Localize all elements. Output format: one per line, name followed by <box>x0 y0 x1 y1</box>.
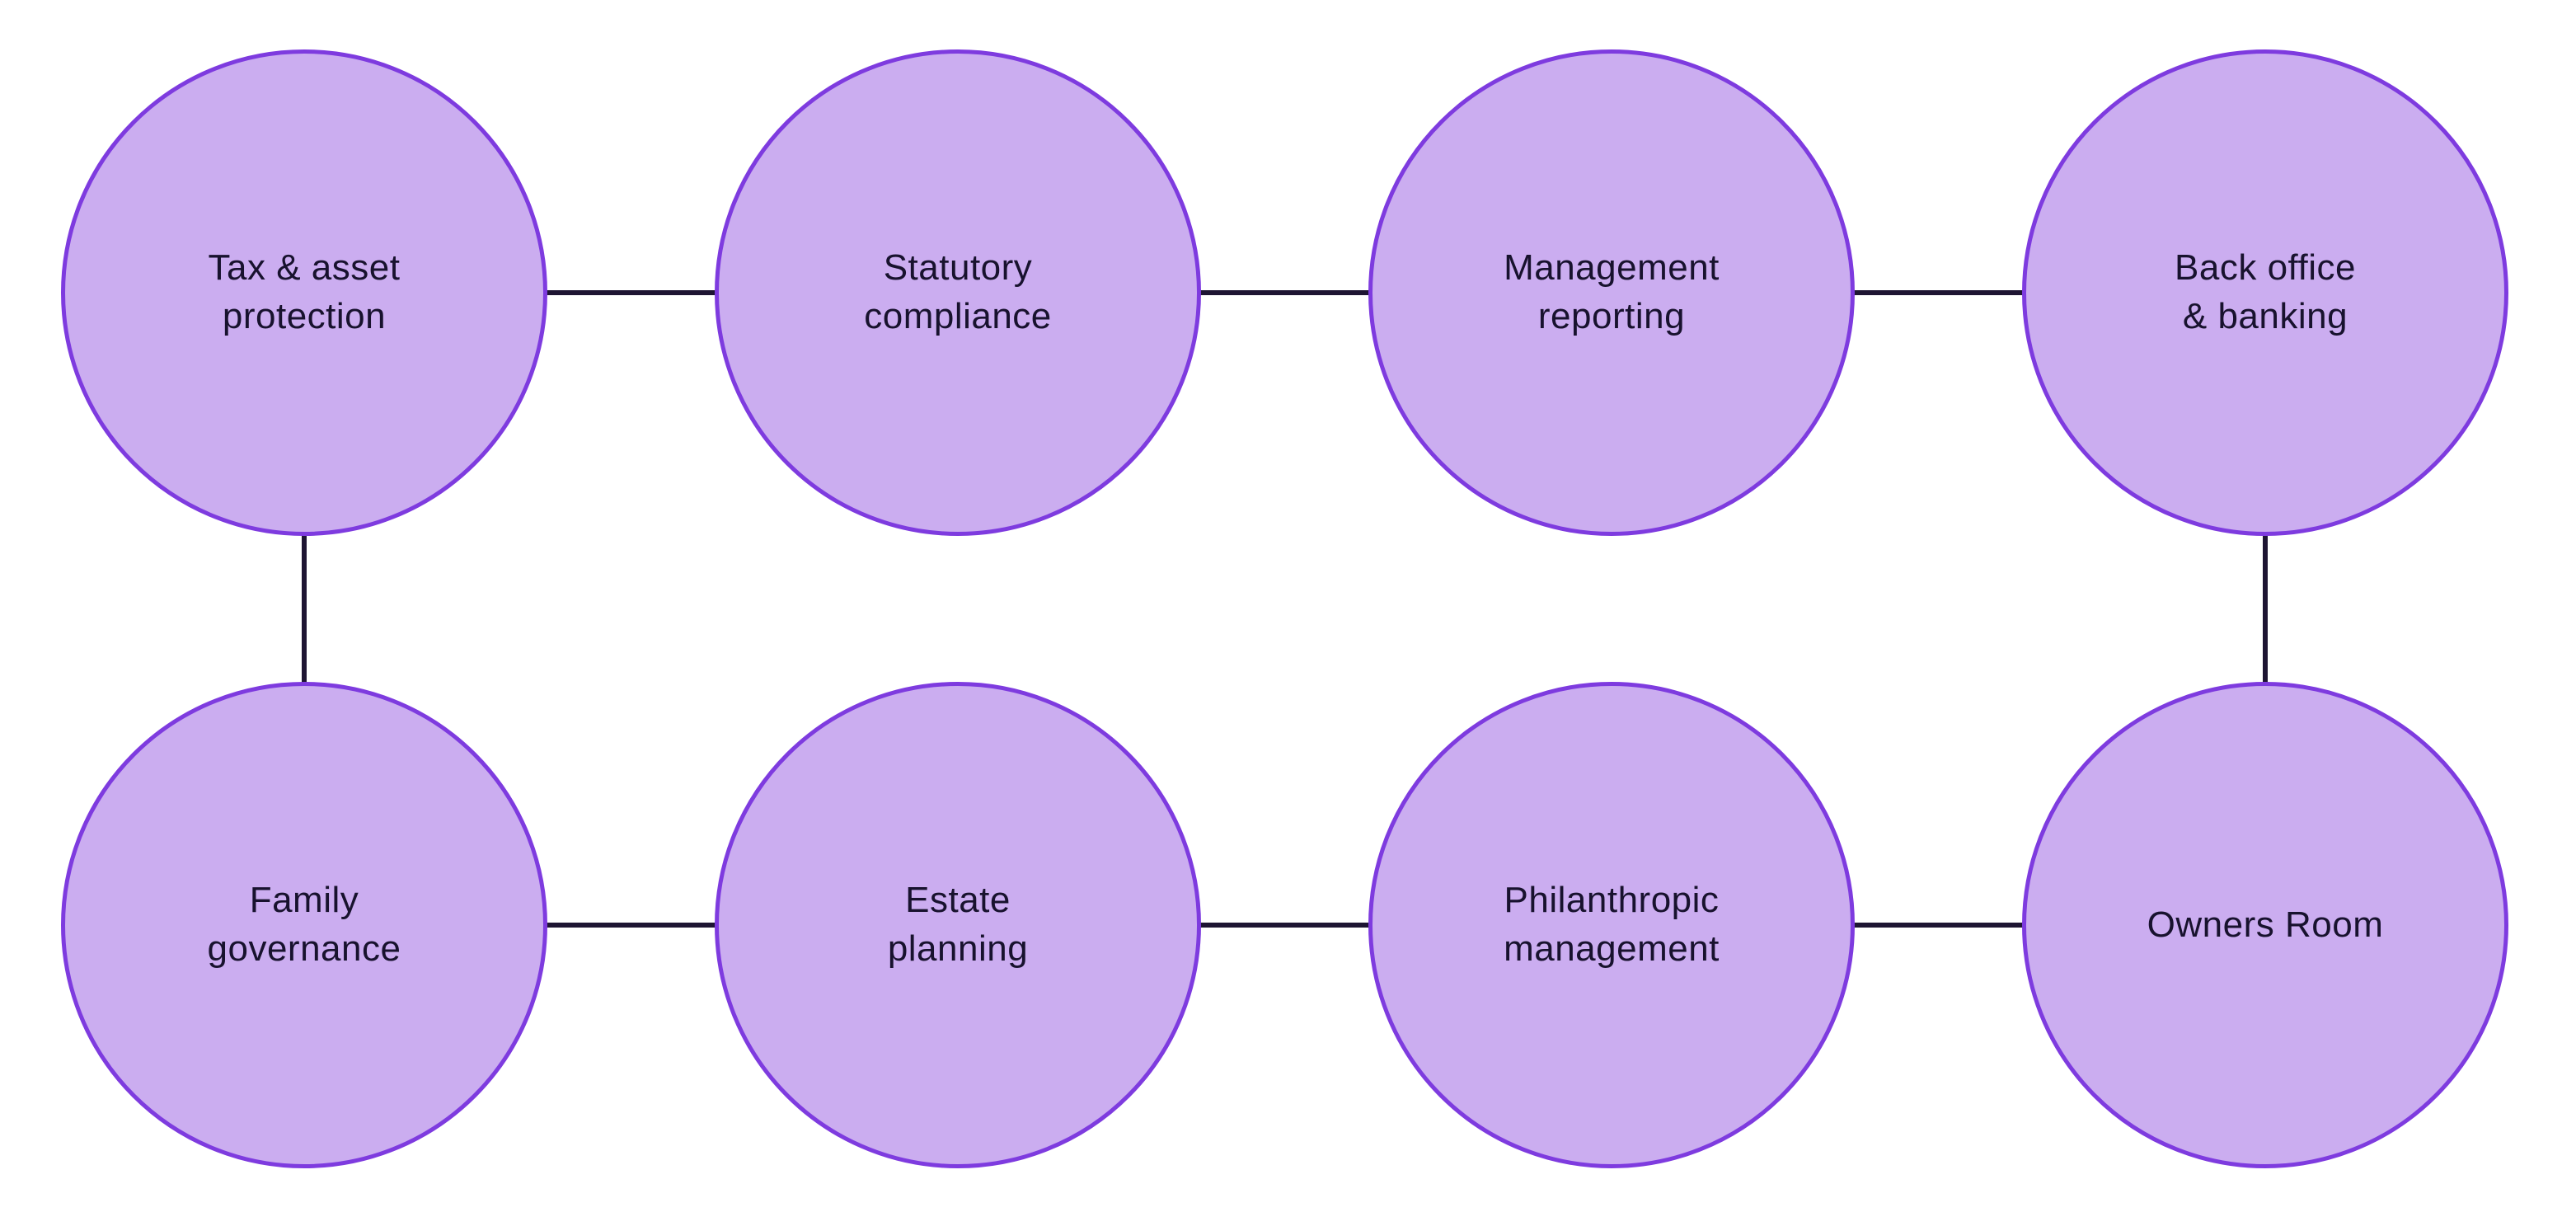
connector-backoffice-owners <box>2263 293 2268 925</box>
node-owners-room: Owners Room <box>2022 682 2508 1168</box>
node-management-reporting: Management reporting <box>1368 49 1855 536</box>
node-family-governance: Family governance <box>61 682 547 1168</box>
connector-tax-family <box>302 293 307 925</box>
node-statutory-compliance: Statutory compliance <box>715 49 1201 536</box>
node-label: Management reporting <box>1504 247 1720 336</box>
node-tax-asset-protection: Tax & asset protection <box>61 49 547 536</box>
node-philanthropic-management: Philanthropic management <box>1368 682 1855 1168</box>
node-estate-planning: Estate planning <box>715 682 1201 1168</box>
connector-tax-statutory <box>304 290 958 295</box>
node-back-office-banking: Back office & banking <box>2022 49 2508 536</box>
node-label: Statutory compliance <box>864 247 1052 336</box>
connector-philanthropic-owners <box>1612 923 2265 928</box>
connector-estate-philanthropic <box>958 923 1612 928</box>
node-label: Philanthropic management <box>1504 880 1720 969</box>
connector-management-backoffice <box>1612 290 2265 295</box>
node-label: Owners Room <box>2147 904 2384 945</box>
node-label: Tax & asset protection <box>208 247 401 336</box>
node-label: Back office & banking <box>2175 247 2356 336</box>
node-label: Family governance <box>207 880 401 969</box>
connector-family-estate <box>304 923 958 928</box>
connector-statutory-management <box>958 290 1612 295</box>
node-label: Estate planning <box>887 880 1029 969</box>
